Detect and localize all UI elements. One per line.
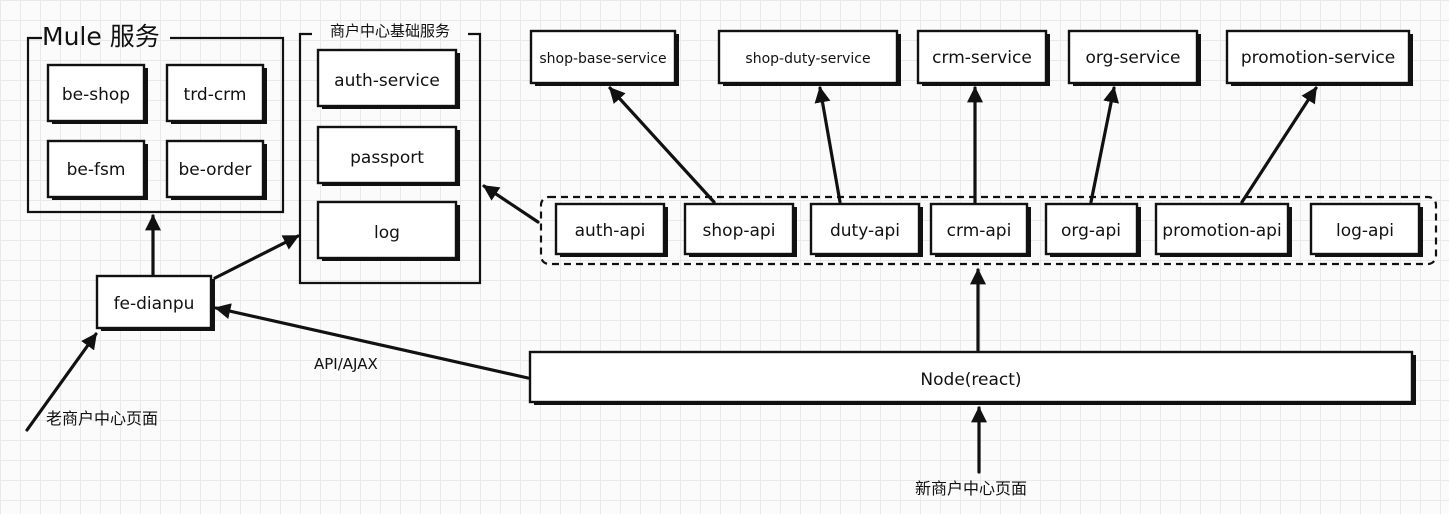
arrow-shop-api-to-shop-base-service [608, 86, 716, 204]
api-box-shop-api: shop-api [683, 202, 797, 257]
api-label: auth-api [575, 221, 646, 241]
api-box-org-api: org-api [1044, 202, 1141, 257]
backend-service-label: crm-service [932, 48, 1032, 68]
api-label: promotion-api [1162, 221, 1281, 241]
merchant-center-group-title: 商户中心基础服务 [330, 22, 450, 40]
mule-services-group: Mule 服务 be-shop trd-crm be-fsm be-order [26, 22, 285, 214]
api-ajax-label: API/AJAX [314, 355, 378, 373]
node-react-bar: Node(react) [528, 350, 1416, 405]
merchant-service-box-passport: passport [316, 125, 460, 186]
backend-service-box-org-service: org-service [1067, 29, 1201, 86]
mule-service-label: be-fsm [67, 160, 126, 180]
api-label: duty-api [830, 221, 900, 241]
api-box-crm-api: crm-api [929, 202, 1031, 257]
arrow-old-page-to-fe-dianpu [25, 332, 98, 432]
backend-service-label: promotion-service [1241, 48, 1395, 68]
node-react-label: Node(react) [920, 370, 1021, 390]
arrow-duty-api-to-shop-duty-service [814, 86, 842, 204]
arrow-node-to-fe-dianpu [214, 303, 530, 380]
mule-service-label: trd-crm [184, 85, 247, 105]
arrow-promotion-api-to-promotion-service [1240, 86, 1318, 204]
api-box-log-api: log-api [1309, 202, 1423, 257]
merchant-service-label: auth-service [334, 71, 440, 91]
api-label: crm-api [947, 221, 1012, 241]
mule-service-box-be-fsm: be-fsm [46, 139, 148, 200]
api-label: log-api [1336, 221, 1394, 241]
api-box-auth-api: auth-api [554, 202, 668, 257]
api-label: org-api [1061, 221, 1121, 241]
mule-service-label: be-shop [62, 85, 130, 105]
backend-service-label: org-service [1086, 48, 1181, 68]
merchant-center-group: 商户中心基础服务 auth-service passport log [298, 22, 482, 285]
mule-service-box-trd-crm: trd-crm [165, 63, 267, 124]
backend-service-label: shop-base-service [539, 51, 666, 67]
backend-service-box-crm-service: crm-service [916, 29, 1050, 86]
backend-service-box-shop-duty-service: shop-duty-service [717, 29, 901, 86]
backend-service-box-promotion-service: promotion-service [1225, 29, 1413, 86]
backend-service-box-shop-base-service: shop-base-service [529, 29, 679, 86]
arrow-api-layer-to-merchant-center [482, 184, 540, 224]
backend-services-row: shop-base-service shop-duty-service crm-… [529, 29, 1413, 86]
arrow-fe-dianpu-to-merchant-center [213, 234, 300, 280]
backend-service-label: shop-duty-service [745, 51, 870, 67]
old-merchant-page-label: 老商户中心页面 [46, 409, 158, 428]
fe-dianpu-node: fe-dianpu [95, 274, 215, 331]
mule-service-label: be-order [178, 160, 251, 180]
arrow-org-api-to-org-service [1089, 86, 1119, 204]
merchant-service-box-log: log [316, 200, 460, 261]
api-layer-group: auth-api shop-api duty-api crm-api org-a… [539, 195, 1438, 266]
mule-service-box-be-order: be-order [165, 139, 267, 200]
api-box-promotion-api: promotion-api [1154, 202, 1292, 257]
connector-arrows [25, 86, 1318, 474]
mule-group-title: Mule 服务 [42, 22, 160, 51]
api-box-duty-api: duty-api [809, 202, 923, 257]
new-merchant-page-label: 新商户中心页面 [915, 479, 1027, 498]
mule-service-box-be-shop: be-shop [46, 63, 148, 124]
api-layer-dashed-border [539, 195, 1438, 266]
merchant-service-label: passport [350, 148, 424, 168]
merchant-service-box-auth-service: auth-service [316, 48, 460, 109]
merchant-service-label: log [374, 223, 400, 243]
api-label: shop-api [703, 221, 776, 241]
fe-dianpu-label: fe-dianpu [114, 294, 195, 314]
